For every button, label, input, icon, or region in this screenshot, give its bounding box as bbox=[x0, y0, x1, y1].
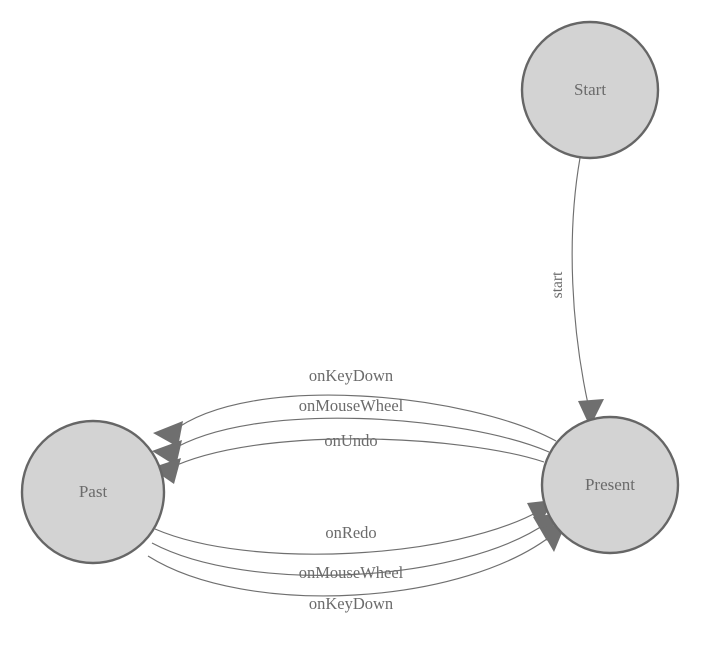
node-start-label: Start bbox=[574, 80, 606, 99]
edge-start[interactable] bbox=[571, 157, 604, 427]
edge-start-arrowhead bbox=[578, 399, 604, 427]
node-present[interactable]: Present bbox=[540, 415, 680, 555]
edge-onredo-path bbox=[154, 509, 542, 555]
edge-onmousewheel-up-path bbox=[169, 417, 550, 453]
edge-start-path bbox=[571, 157, 589, 405]
node-present-label: Present bbox=[585, 475, 635, 494]
edge-label-onundo: onUndo bbox=[324, 431, 377, 450]
edge-label-onredo: onRedo bbox=[325, 523, 376, 542]
edge-onkeydown-up-arrowhead bbox=[153, 421, 183, 447]
node-start[interactable]: Start bbox=[520, 20, 660, 160]
edge-onmousewheel-dn-path bbox=[151, 521, 549, 576]
node-start-circle bbox=[520, 20, 660, 160]
edge-label-onkeydown-up: onKeyDown bbox=[309, 366, 393, 385]
edge-onkeydown-dn-path bbox=[147, 531, 557, 597]
edge-label-onmousewheel-up: onMouseWheel bbox=[299, 396, 404, 415]
edge-onkeydown-present-to-past[interactable] bbox=[153, 394, 557, 447]
node-present-circle bbox=[540, 415, 680, 555]
edge-onundo-present-to-past[interactable] bbox=[151, 438, 545, 484]
node-past-label: Past bbox=[79, 482, 108, 501]
edge-onkeydown-up-path bbox=[171, 394, 557, 442]
edge-label-start: start bbox=[549, 271, 566, 298]
node-past-circle bbox=[20, 419, 166, 565]
edge-label-onmousewheel-dn: onMouseWheel bbox=[299, 563, 404, 582]
edge-onundo-arrowhead bbox=[151, 458, 181, 484]
edge-onmousewheel-present-to-past[interactable] bbox=[152, 417, 550, 466]
node-past[interactable]: Past bbox=[20, 419, 166, 565]
edge-label-onkeydown-dn: onKeyDown bbox=[309, 594, 393, 613]
edge-onmousewheel-up-arrowhead bbox=[152, 440, 182, 466]
edge-onundo-path bbox=[167, 438, 545, 470]
